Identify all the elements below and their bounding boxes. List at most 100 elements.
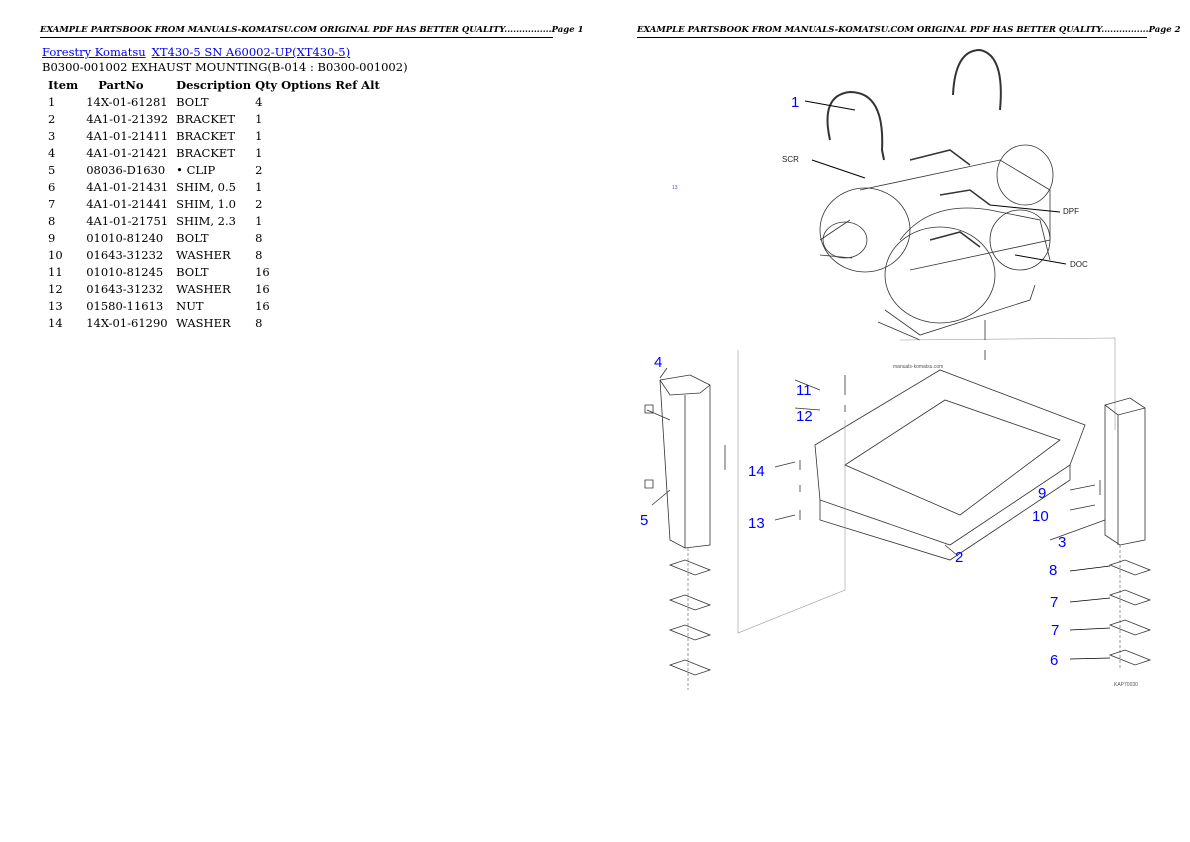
page-1-header: EXAMPLE PARTSBOOK FROM MANUALS-KOMATSU.C… [40, 25, 583, 38]
shims-left [668, 559, 712, 676]
cell-qty: 1 [255, 179, 263, 194]
cell-item: 1 [48, 94, 56, 109]
col-partno: PartNo [98, 77, 144, 92]
cell-qty: 8 [255, 247, 263, 262]
cell-description: • CLIP [176, 162, 216, 177]
callout-13[interactable]: 13 [748, 515, 765, 532]
cell-item: 9 [48, 230, 56, 245]
table-row: 13 01580-11613 NUT 16 [44, 297, 384, 314]
label-dpf: DPF [1063, 207, 1079, 216]
cell-qty: 1 [255, 111, 263, 126]
cell-partno: 14X-01-61281 [86, 94, 168, 109]
col-alt: Alt [361, 77, 380, 92]
cell-description: SHIM, 2.3 [176, 213, 236, 228]
callout-12[interactable]: 12 [796, 408, 813, 425]
cell-qty: 4 [255, 94, 263, 109]
label-scr: SCR [782, 155, 799, 164]
cell-item: 13 [48, 298, 63, 313]
cell-item: 8 [48, 213, 56, 228]
cell-partno: 4A1-01-21411 [86, 128, 169, 143]
page-2-header: EXAMPLE PARTSBOOK FROM MANUALS-KOMATSU.C… [637, 25, 1180, 38]
cell-description: BRACKET [176, 111, 235, 126]
cell-description: NUT [176, 298, 204, 313]
cell-partno: 08036-D1630 [86, 162, 166, 177]
cell-qty: 1 [255, 213, 263, 228]
cell-item: 12 [48, 281, 63, 296]
cell-description: WASHER [176, 247, 231, 262]
callout-8[interactable]: 8 [1049, 562, 1057, 579]
bracket-part-3 [1104, 397, 1146, 546]
callout-9[interactable]: 9 [1038, 485, 1046, 502]
cell-item: 10 [48, 247, 63, 262]
col-options: Options [281, 77, 332, 92]
cell-qty: 1 [255, 145, 263, 160]
cell-partno: 01580-11613 [86, 298, 164, 313]
diagram-callouts: 1 4 11 12 14 5 13 9 10 3 2 8 7 7 6 SCR D… [640, 94, 1138, 688]
cell-qty: 16 [255, 264, 270, 279]
table-row: 10 01643-31232 WASHER 8 [44, 246, 384, 263]
cell-item: 2 [48, 111, 56, 126]
cell-qty: 8 [255, 230, 263, 245]
cell-partno: 4A1-01-21751 [86, 213, 169, 228]
callout-7a[interactable]: 7 [1050, 594, 1058, 611]
table-row: 2 4A1-01-21392 BRACKET 1 [44, 110, 384, 127]
table-row: 8 4A1-01-21751 SHIM, 2.3 1 [44, 212, 384, 229]
cell-item: 5 [48, 162, 56, 177]
breadcrumb-link-brand[interactable]: Forestry Komatsu [42, 45, 146, 59]
breadcrumb-link-model[interactable]: XT430-5 SN A60002-UP(XT430-5) [151, 45, 351, 59]
parts-table: Item PartNo Description Qty Options Ref … [44, 76, 384, 331]
small-ref-13: 13 [672, 185, 678, 191]
cell-partno: 4A1-01-21392 [86, 111, 169, 126]
cell-item: 7 [48, 196, 56, 211]
doc-unit [884, 226, 996, 324]
cell-partno: 01643-31232 [86, 247, 164, 262]
cell-description: BRACKET [176, 128, 235, 143]
callout-1[interactable]: 1 [791, 94, 799, 111]
page-title: B0300-001002 EXHAUST MOUNTING(B-014 : B0… [42, 60, 408, 74]
watermark: manuals-komatsu.com [893, 364, 943, 370]
col-qty: Qty [255, 77, 278, 92]
cell-description: SHIM, 1.0 [176, 196, 236, 211]
cell-item: 11 [48, 264, 63, 279]
drawing-code: KAP70030 [1114, 682, 1138, 688]
hose-part-1 [826, 90, 885, 161]
table-header-row: Item PartNo Description Qty Options Ref … [44, 76, 384, 93]
callout-7b[interactable]: 7 [1051, 622, 1059, 639]
cell-item: 3 [48, 128, 56, 143]
callout-6[interactable]: 6 [1050, 652, 1058, 669]
cell-description: WASHER [176, 281, 231, 296]
cell-item: 4 [48, 145, 56, 160]
callout-4[interactable]: 4 [654, 354, 662, 371]
cell-partno: 4A1-01-21441 [86, 196, 169, 211]
table-row: 1 14X-01-61281 BOLT 4 [44, 93, 384, 110]
cell-qty: 16 [255, 298, 270, 313]
cell-description: BOLT [176, 230, 209, 245]
callout-10[interactable]: 10 [1032, 508, 1049, 525]
cell-partno: 14X-01-61290 [86, 315, 168, 330]
breadcrumb: Forestry Komatsu XT430-5 SN A60002-UP(XT4… [42, 45, 356, 59]
table-row: 5 08036-D1630 • CLIP 2 [44, 161, 384, 178]
bracket-part-4 [659, 374, 711, 549]
cell-description: BOLT [176, 94, 209, 109]
callout-2[interactable]: 2 [955, 549, 963, 566]
cell-description: WASHER [176, 315, 231, 330]
table-row: 11 01010-81245 BOLT 16 [44, 263, 384, 280]
shims-right [1108, 559, 1152, 666]
cell-description: BOLT [176, 264, 209, 279]
cell-description: SHIM, 0.5 [176, 179, 236, 194]
callout-11[interactable]: 11 [796, 382, 812, 399]
col-description: Description [176, 77, 252, 92]
callout-5[interactable]: 5 [640, 512, 648, 529]
callout-14[interactable]: 14 [748, 463, 765, 480]
callout-3[interactable]: 3 [1058, 534, 1066, 551]
cell-partno: 01010-81245 [86, 264, 164, 279]
cell-qty: 2 [255, 162, 263, 177]
cell-partno: 01643-31232 [86, 281, 164, 296]
cell-qty: 8 [255, 315, 263, 330]
scr-muffler [819, 187, 911, 273]
